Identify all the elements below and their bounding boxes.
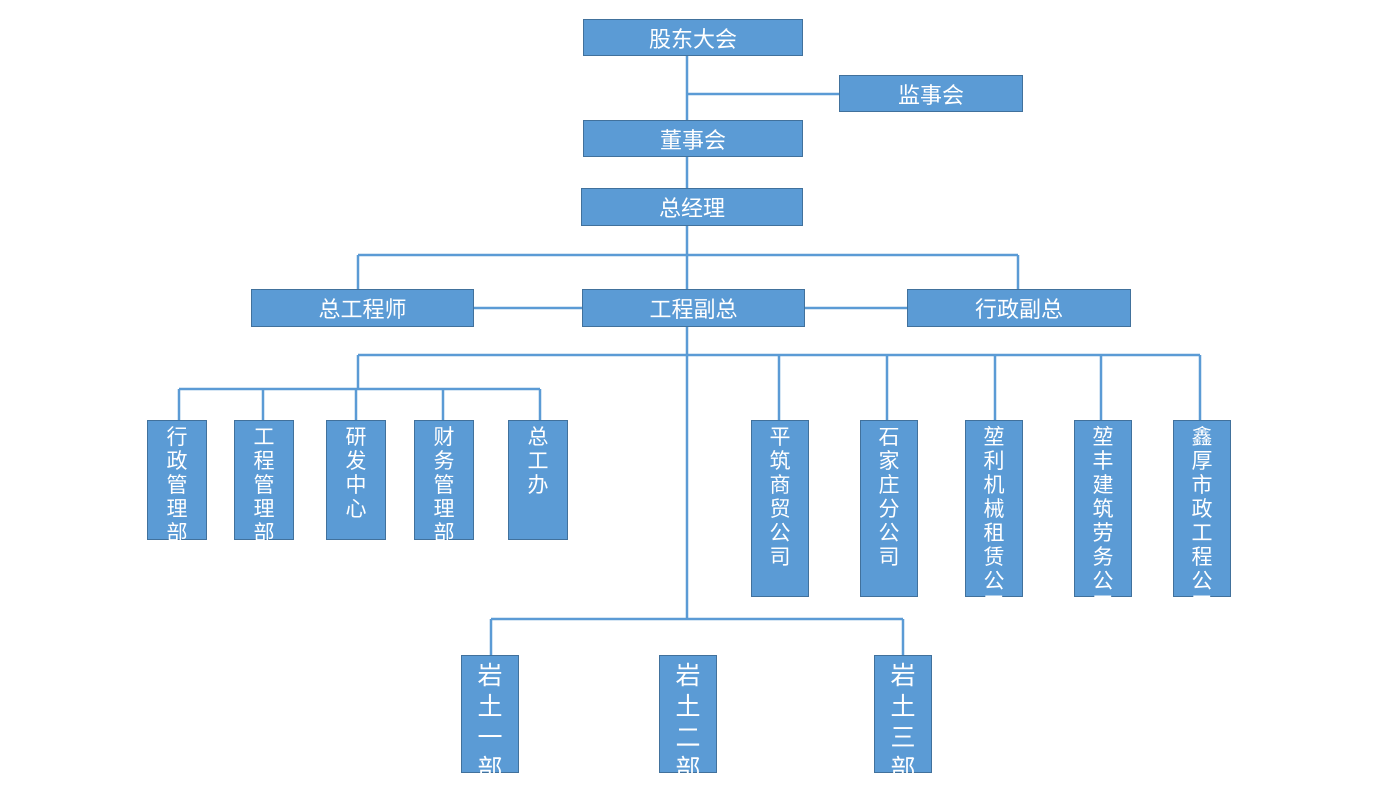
- node-general-manager: 总经理: [581, 188, 803, 226]
- node-chief-engineer: 总工程师: [251, 289, 474, 327]
- node-label: 堃丰建筑劳务公司: [1092, 425, 1114, 617]
- node-label: 堃利机械租赁公司: [983, 425, 1005, 617]
- node-label: 股东大会: [648, 27, 737, 53]
- node-label: 总工办: [527, 425, 549, 497]
- node-label: 岩土三部: [890, 661, 916, 783]
- node-shareholders: 股东大会: [583, 19, 803, 56]
- node-geotech-3: 岩土三部: [874, 655, 932, 783]
- node-label: 总经理: [658, 197, 725, 222]
- node-supervisors: 监事会: [839, 75, 1023, 112]
- node-label: 岩土一部: [477, 661, 503, 783]
- node-xinhou-municipal: 鑫厚市政工程公司: [1173, 420, 1231, 617]
- node-engineering-vp: 工程副总: [582, 289, 805, 327]
- node-board: 董事会: [583, 120, 803, 157]
- node-admin-vp: 行政副总: [907, 289, 1131, 327]
- node-admin-dept: 行政管理部: [147, 420, 207, 545]
- node-label: 研发中心: [345, 425, 367, 521]
- node-label: 行政管理部: [166, 425, 188, 545]
- node-label: 石家庄分公司: [878, 425, 900, 569]
- node-label: 鑫厚市政工程公司: [1191, 425, 1213, 617]
- node-label: 工程副总: [649, 298, 738, 323]
- node-label: 平筑商贸公司: [769, 425, 791, 569]
- node-label: 行政副总: [974, 298, 1063, 323]
- node-engineering-dept: 工程管理部: [234, 420, 294, 545]
- node-label: 岩土二部: [675, 661, 701, 783]
- node-label: 工程管理部: [253, 425, 275, 545]
- node-label: 董事会: [659, 128, 726, 154]
- node-pingzhu-trading: 平筑商贸公司: [751, 420, 809, 597]
- node-finance-dept: 财务管理部: [414, 420, 474, 545]
- node-jianli-machinery: 堃利机械租赁公司: [965, 420, 1023, 617]
- node-label: 总工程师: [318, 298, 407, 323]
- node-geotech-2: 岩土二部: [659, 655, 717, 783]
- node-label: 财务管理部: [433, 425, 455, 545]
- node-label: 监事会: [897, 83, 964, 109]
- node-shijiazhuang-branch: 石家庄分公司: [860, 420, 918, 597]
- node-chief-engineer-office: 总工办: [508, 420, 568, 540]
- node-jianfeng-labor: 堃丰建筑劳务公司: [1074, 420, 1132, 617]
- node-rd-center: 研发中心: [326, 420, 386, 540]
- node-geotech-1: 岩土一部: [461, 655, 519, 783]
